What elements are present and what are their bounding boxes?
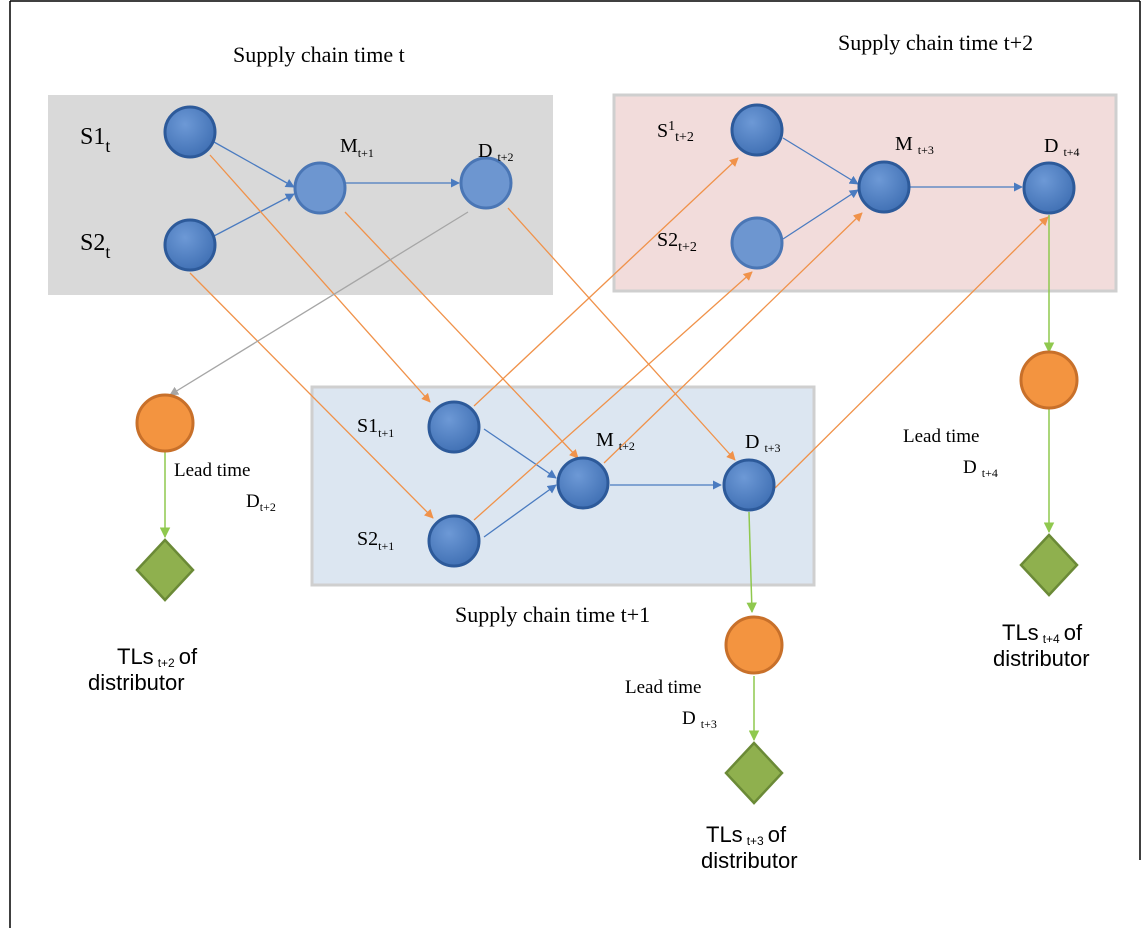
lead-time-circle-t4: [1019, 350, 1079, 410]
cross-mt2-mt3: [603, 212, 863, 464]
lead-time-flows: [159, 215, 1055, 742]
tls-line2-t4: distributor: [993, 646, 1090, 671]
flow-s2t-mt1: [213, 193, 295, 237]
label-s2-t: S2t: [80, 230, 110, 262]
label-s2-t2: S2t+2: [657, 229, 697, 255]
node-m-t1: [293, 161, 347, 215]
lead-time-label-t4: Lead time: [903, 426, 980, 447]
flow-s2t2-mt3: [782, 189, 859, 240]
label-s2-t1: S2t+1: [357, 528, 394, 553]
flow-s1t2-mt3: [782, 137, 859, 185]
arrow-dt2-leadtime: [169, 211, 469, 396]
panel-title-t: Supply chain time t: [233, 42, 405, 67]
lead-time-circle-t2: [135, 393, 195, 453]
node-s2-t1: [427, 514, 481, 568]
cross-dt3-dt4: [774, 216, 1049, 489]
green-dt3-lead: [746, 511, 757, 614]
panel-title-t1: Supply chain time t+1: [455, 602, 650, 627]
lead-time-circle-t3: [724, 615, 784, 675]
tls-diamond-t2: [135, 538, 195, 602]
cross-time-flows: [189, 154, 1049, 521]
lead-time-label-t3: Lead time: [625, 677, 702, 698]
cross-s2t-s2t1: [189, 272, 434, 519]
cross-dt2-dt3: [507, 207, 736, 461]
label-m-t1: Mt+1: [340, 135, 374, 160]
node-d-t3: [722, 458, 776, 512]
node-d-t4: [1022, 161, 1076, 215]
outer-frame: [9, 0, 1141, 928]
node-d-t2: [459, 156, 513, 210]
node-m-t2: [556, 456, 610, 510]
flow-s2t1-mt2: [483, 484, 557, 538]
lead-time-label-t2: Lead time: [174, 460, 251, 481]
flow-s1t1-mt2: [483, 428, 557, 479]
node-s1-t1: [427, 400, 481, 454]
tls-line2-t2: distributor: [88, 670, 185, 695]
node-s2-t2: [730, 216, 784, 270]
panel-title-t2: Supply chain time t+2: [838, 30, 1033, 55]
node-s2-t: [163, 218, 217, 272]
intra-panel-flows: [213, 137, 1023, 538]
flow-s1t-mt1: [213, 141, 295, 188]
node-m-t3: [857, 160, 911, 214]
cross-mt1-mt2: [344, 211, 579, 459]
node-s1-t: [163, 105, 217, 159]
tls-line2-t3: distributor: [701, 848, 798, 873]
cross-s2t1-s2t2: [473, 271, 753, 521]
nodes: [163, 103, 1076, 568]
label-s1-t: S1t: [80, 124, 110, 156]
tls-diamond-t3: [724, 741, 784, 805]
cross-s1t1-s1t2: [473, 157, 739, 407]
node-s1-t2: [730, 103, 784, 157]
label-s1-t1: S1t+1: [357, 415, 394, 440]
cross-s1t-s1t1: [209, 154, 431, 403]
label-s1-t2: S1t+2: [657, 119, 694, 145]
lead-time-value-t2: Dt+2: [246, 491, 276, 514]
tls-diamond-t4: [1019, 533, 1079, 597]
